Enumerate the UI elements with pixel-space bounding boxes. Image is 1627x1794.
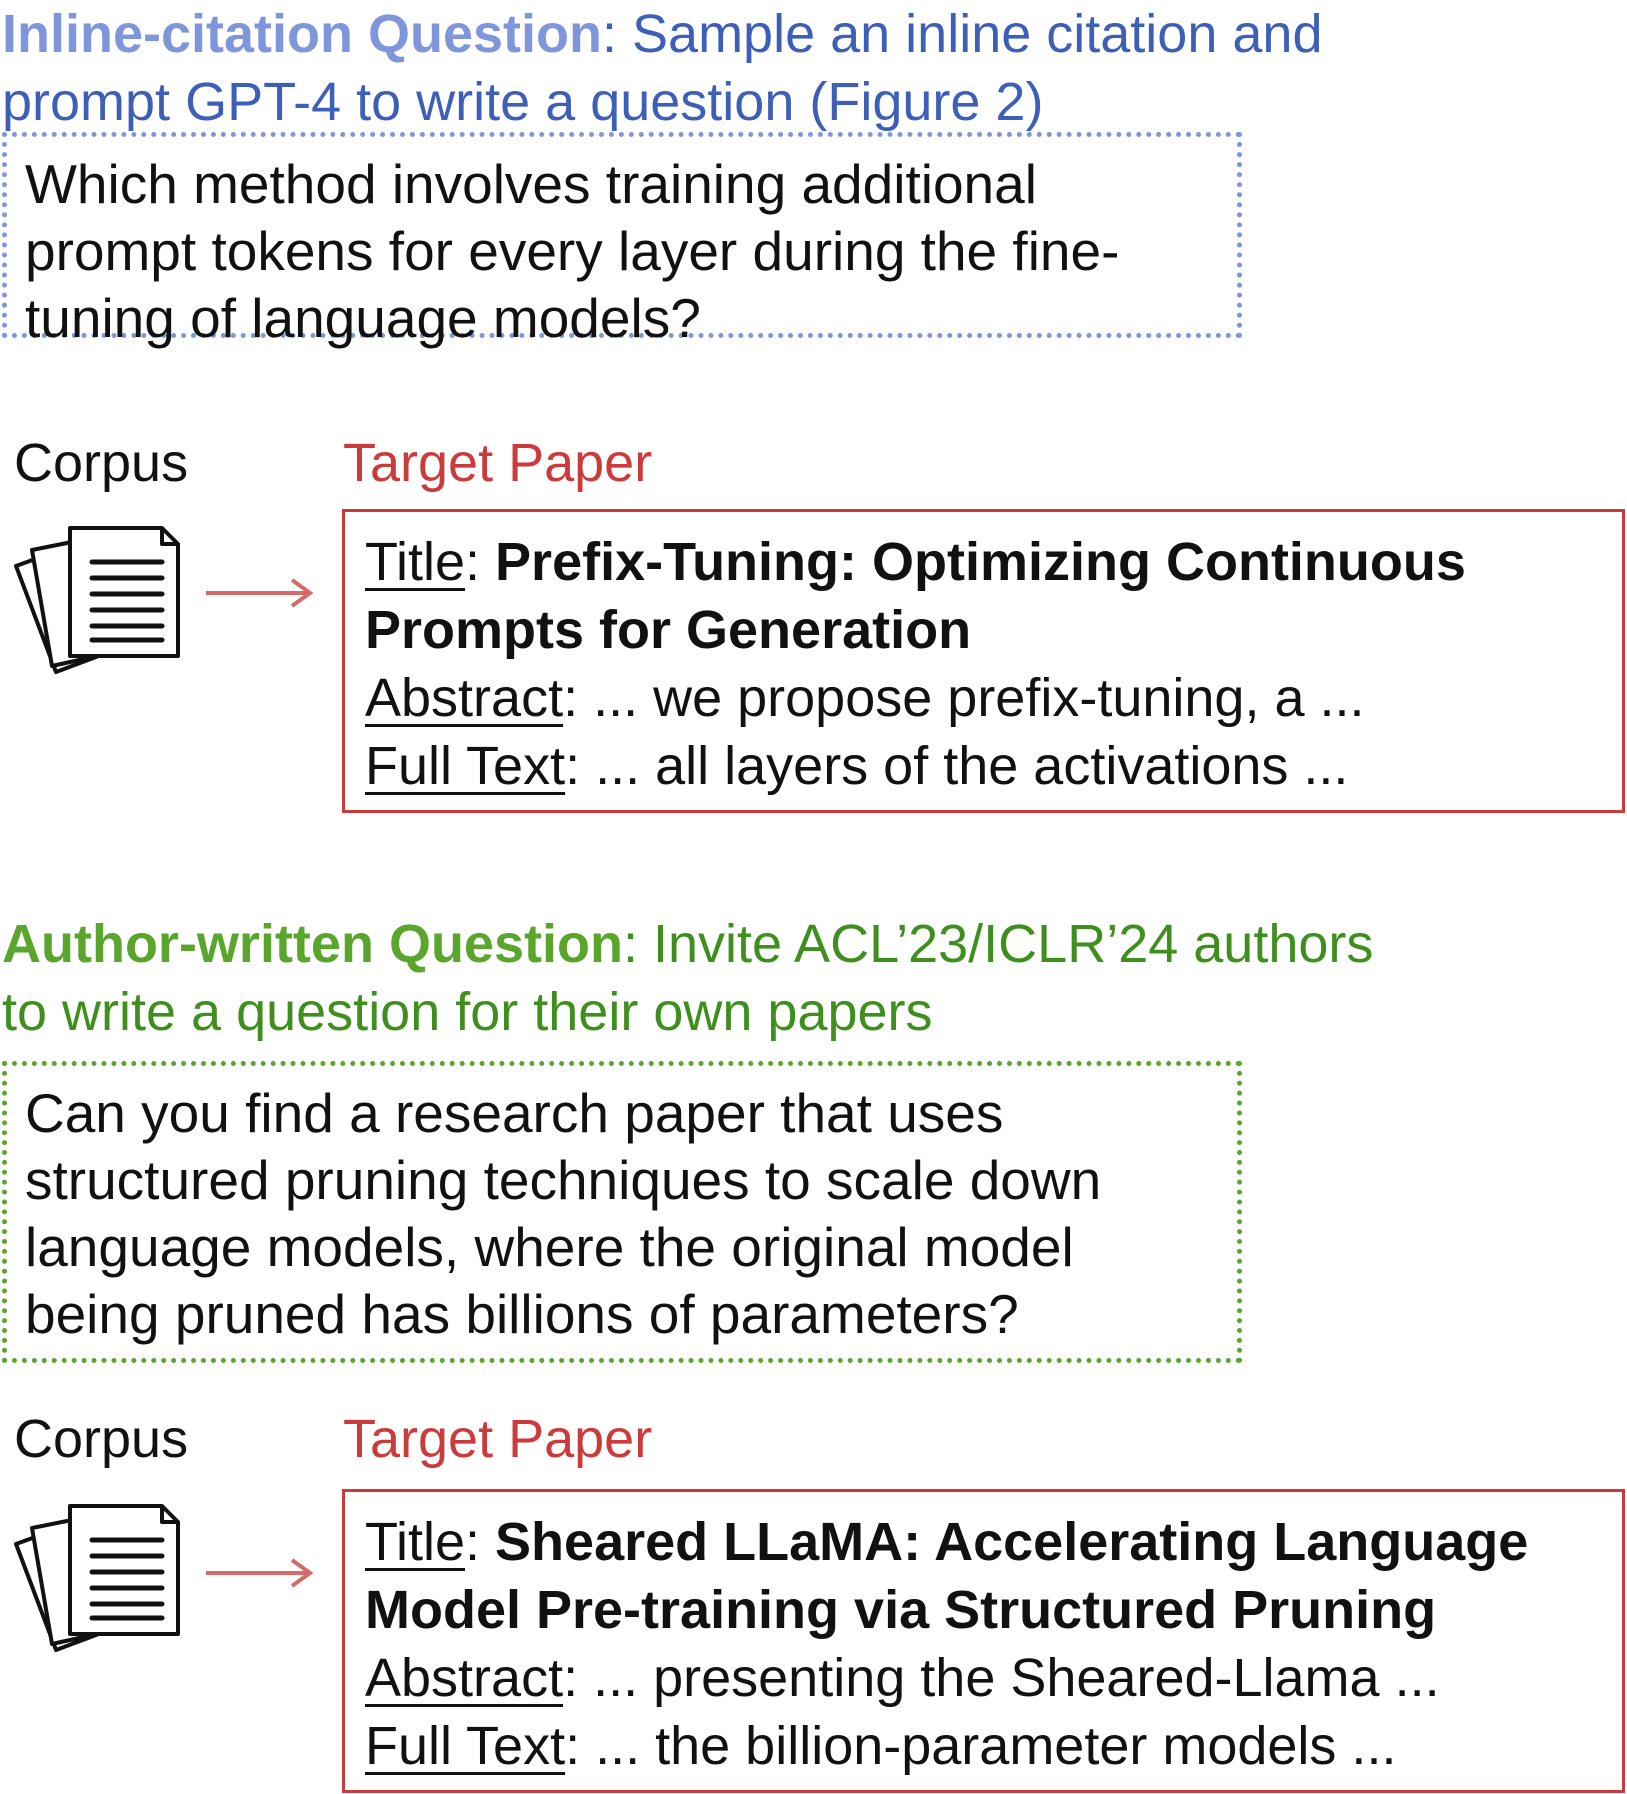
target-paper-box: Title: Prefix-Tuning: Optimizing Continu…	[342, 509, 1625, 813]
paper-title-label: Title	[365, 532, 466, 592]
inline-citation-heading-desc: : Sample an inline citation and prompt G…	[2, 4, 1323, 132]
paper-fulltext-label: Full Text	[365, 1716, 566, 1776]
paper-fulltext-text: ... the billion-parameter models ...	[595, 1716, 1397, 1776]
paper-title: Sheared LLaMA: Accelerating Language Mod…	[365, 1512, 1529, 1640]
paper-fulltext-label: Full Text	[365, 736, 566, 796]
paper-title-row: Title: Prefix-Tuning: Optimizing Continu…	[365, 532, 1466, 660]
paper-title: Prefix-Tuning: Optimizing Continuous Pro…	[365, 532, 1466, 660]
author-written-heading-desc: : Invite ACL’23/ICLR’24 authors to write…	[2, 914, 1374, 1042]
right-arrow-icon	[206, 1558, 314, 1588]
target-paper-label: Target Paper	[343, 433, 653, 493]
author-written-heading-bold: Author-written Question	[2, 914, 623, 974]
paper-abstract-row: Abstract: ... presenting the Sheared-Lla…	[365, 1648, 1440, 1708]
paper-abstract-row: Abstract: ... we propose prefix-tuning, …	[365, 668, 1365, 728]
inline-citation-heading-bold: Inline-citation Question	[2, 4, 603, 64]
inline-citation-question-text: Which method involves training additiona…	[25, 153, 1120, 349]
corpus-label: Corpus	[14, 1409, 189, 1469]
paper-title-label: Title	[365, 1512, 466, 1572]
right-arrow-icon	[206, 578, 314, 608]
author-written-question-box: Can you find a research paper that uses …	[2, 1061, 1242, 1363]
paper-abstract-label: Abstract	[365, 1648, 564, 1708]
target-paper-box: Title: Sheared LLaMA: Accelerating Langu…	[342, 1489, 1625, 1793]
documents-stack-icon	[14, 1504, 180, 1652]
corpus-label: Corpus	[14, 433, 189, 493]
paper-fulltext-row: Full Text: ... all layers of the activat…	[365, 736, 1349, 796]
inline-citation-question-box: Which method involves training additiona…	[2, 132, 1242, 349]
documents-stack-icon	[14, 526, 180, 674]
paper-fulltext-text: ... all layers of the activations ...	[595, 736, 1349, 796]
target-paper-label: Target Paper	[343, 1409, 653, 1469]
inline-citation-heading: Inline-citation Question: Sample an inli…	[2, 0, 1382, 136]
paper-abstract-text: ... presenting the Sheared-Llama ...	[593, 1648, 1440, 1708]
paper-abstract-label: Abstract	[365, 668, 564, 728]
author-written-question-text: Can you find a research paper that uses …	[25, 1082, 1102, 1345]
paper-title-row: Title: Sheared LLaMA: Accelerating Langu…	[365, 1512, 1529, 1640]
author-written-heading: Author-written Question: Invite ACL’23/I…	[2, 910, 1382, 1046]
paper-abstract-text: ... we propose prefix-tuning, a ...	[593, 668, 1365, 728]
paper-fulltext-row: Full Text: ... the billion-parameter mod…	[365, 1716, 1397, 1776]
